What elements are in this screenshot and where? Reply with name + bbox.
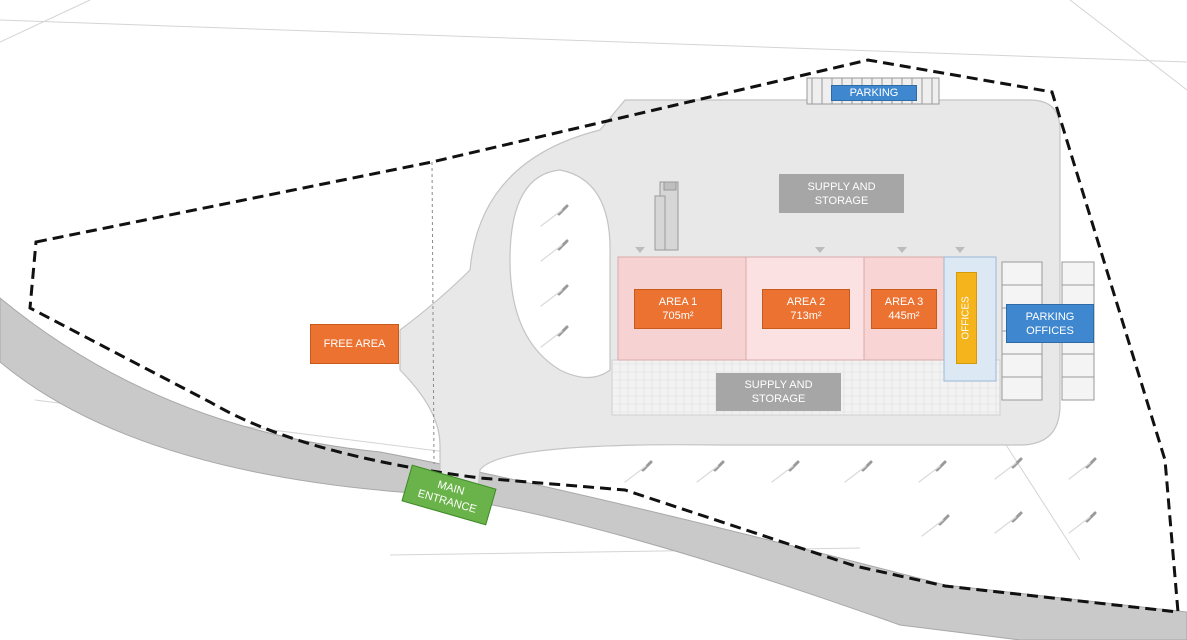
free-area-text: FREE AREA [323, 338, 386, 350]
supply-storage-top-label: SUPPLY AND STORAGE [779, 174, 904, 213]
parking-offices-line-1: PARKING [1025, 310, 1075, 323]
area-3-size: 445m² [888, 310, 920, 322]
supply-storage-bottom-line-1: SUPPLY AND [744, 379, 813, 391]
offices-text: OFFICES [960, 296, 972, 340]
area-1-label: AREA 1 705m² [634, 289, 722, 329]
tree [1068, 457, 1097, 480]
silo-equipment [654, 181, 679, 251]
supply-storage-top-line-1: SUPPLY AND [807, 180, 876, 193]
tree [1068, 511, 1097, 534]
site-boundary [28, 58, 1180, 614]
free-area-label: FREE AREA [310, 324, 399, 364]
parking-top-text: PARKING [849, 87, 899, 99]
supply-storage-top-line-2: STORAGE [814, 194, 869, 207]
tree [540, 204, 569, 227]
tree [918, 460, 947, 483]
tree [994, 457, 1023, 480]
area-2-label: AREA 2 713m² [762, 289, 850, 329]
area-1-name: AREA 1 [658, 296, 698, 308]
door-markers [635, 247, 965, 253]
area-3-label: AREA 3 445m² [871, 289, 937, 329]
area-3-name: AREA 3 [884, 296, 924, 308]
tree [696, 460, 725, 483]
area-2-size: 713m² [790, 310, 822, 322]
parking-offices-label: PARKING OFFICES [1006, 304, 1094, 343]
parking-offices-line-2: OFFICES [1026, 324, 1074, 337]
supply-storage-bottom-label: SUPPLY AND STORAGE [716, 373, 841, 411]
offices-label: OFFICES [956, 272, 977, 364]
tree [540, 284, 569, 307]
free-area-divider [431, 161, 435, 465]
area-2-name: AREA 2 [786, 296, 826, 308]
trees [540, 204, 1097, 537]
tree [771, 460, 800, 483]
tree [540, 239, 569, 262]
tree [921, 514, 950, 537]
supply-storage-bottom-line-2: STORAGE [751, 393, 806, 405]
tree [994, 511, 1023, 534]
tree [844, 460, 873, 483]
area-1-size: 705m² [662, 310, 694, 322]
parking-top-label: PARKING [831, 85, 917, 101]
tree [540, 325, 569, 348]
tree [624, 460, 653, 483]
